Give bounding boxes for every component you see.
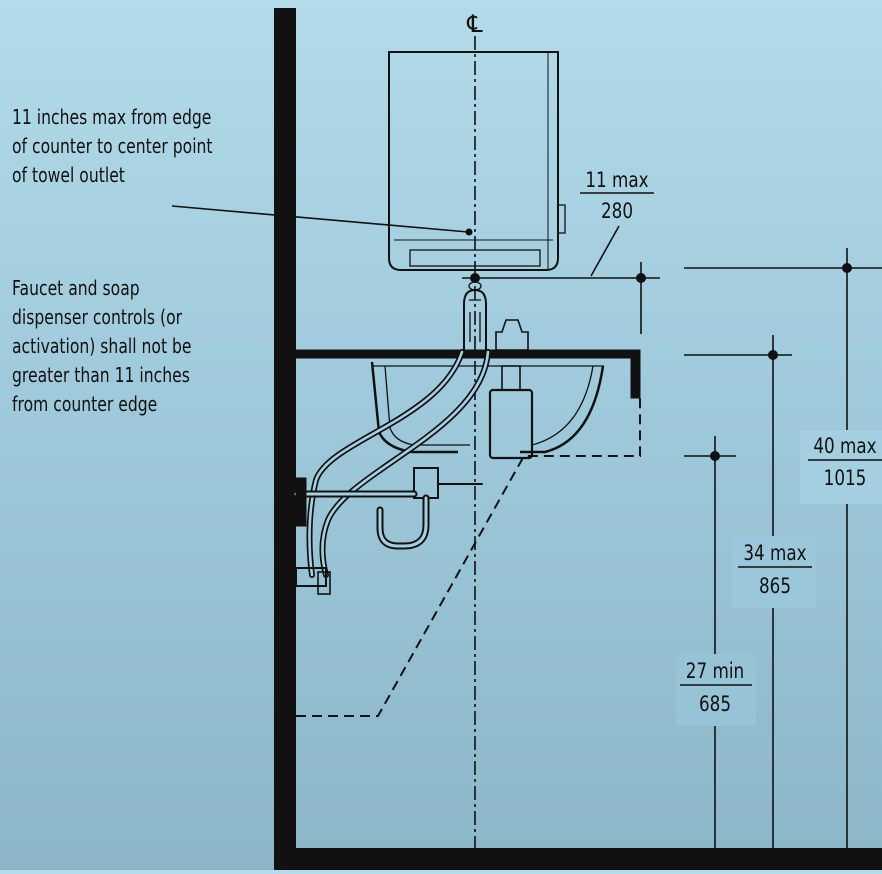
- h27-imperial: 27 min: [686, 659, 744, 683]
- reach-imperial: 11 max: [585, 168, 648, 192]
- controls-note-line: Faucet and soap: [12, 276, 140, 300]
- controls-note: Faucet and soap dispenser controls (or a…: [12, 274, 192, 419]
- reach-leader: [590, 225, 620, 277]
- towel-dispenser: [388, 51, 566, 271]
- reach-metric: 280: [601, 199, 633, 223]
- floor: [274, 848, 882, 870]
- towel-outlet-note-line: 11 inches max from edge: [12, 105, 212, 129]
- plumbing: [292, 349, 491, 595]
- knee-clearance-outline: [296, 398, 641, 717]
- h34-label-backdrop: [732, 536, 816, 608]
- controls-note-line: dispenser controls (or: [12, 305, 183, 329]
- towel-note-leader: [171, 205, 469, 233]
- h40-imperial: 40 max: [813, 434, 876, 458]
- h27-metric: 685: [699, 692, 731, 716]
- h34-metric: 865: [759, 574, 791, 598]
- wall: [274, 8, 296, 870]
- h40-metric: 1015: [824, 466, 867, 490]
- controls-note-line: activation) shall not be: [12, 334, 192, 358]
- centerline-symbol: ℄: [466, 10, 483, 38]
- controls-note-line: from counter edge: [12, 392, 158, 416]
- h40-label-backdrop: [800, 430, 882, 504]
- h27-dot: [710, 451, 720, 461]
- towel-outlet-note-line: of counter to center point: [12, 134, 213, 158]
- towel-outlet-note: 11 inches max from edge of counter to ce…: [12, 103, 213, 190]
- soap-dispenser: [488, 319, 534, 460]
- towel-note-leader-dot: [465, 228, 473, 236]
- towel-outlet-note-line: of towel outlet: [12, 163, 125, 187]
- h34-imperial: 34 max: [743, 541, 806, 565]
- h34-dot: [768, 350, 778, 360]
- faucet: [463, 281, 487, 350]
- controls-note-line: greater than 11 inches: [12, 363, 190, 387]
- h40-dot: [842, 263, 852, 273]
- h27-label-backdrop: [676, 654, 756, 726]
